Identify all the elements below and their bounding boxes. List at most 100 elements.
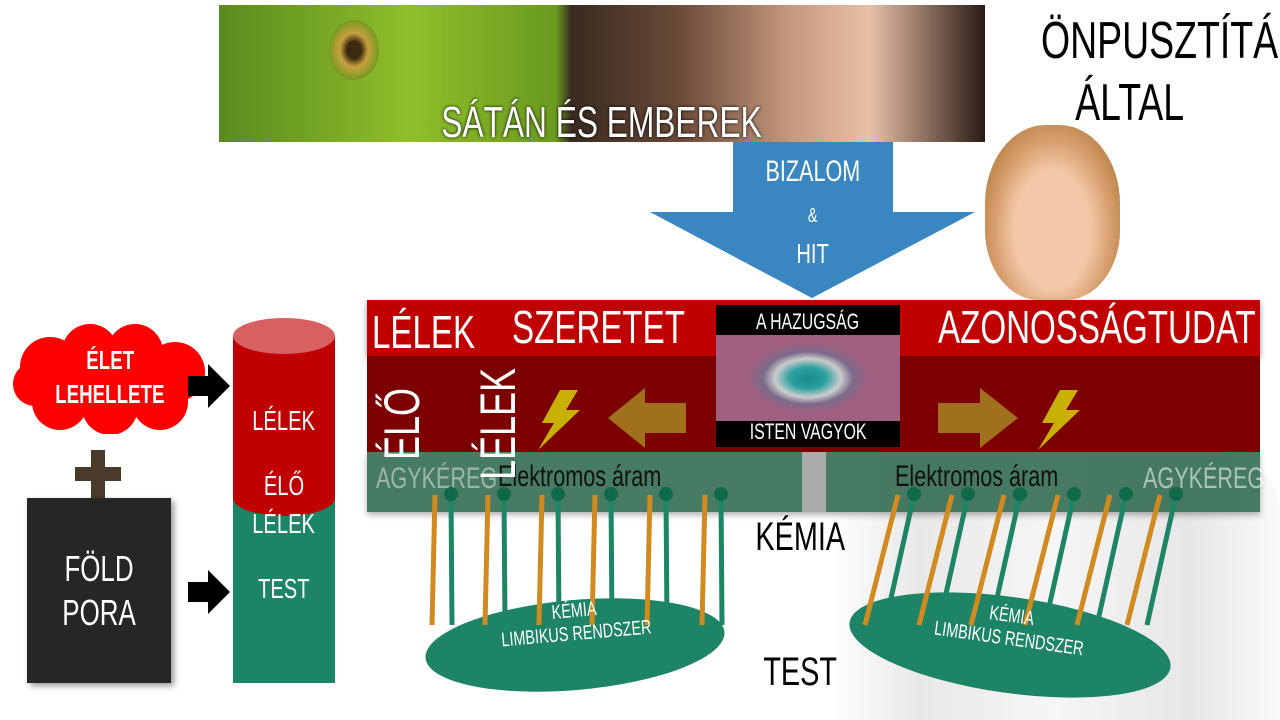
- arrow-text-3-wrap: HIT: [733, 238, 893, 270]
- plus-icon: [75, 450, 121, 498]
- synapse-dot: [907, 487, 921, 501]
- the-lie-image: A HAZUGSÁG ISTEN VAGYOK: [716, 305, 900, 447]
- trust-arrow: [650, 142, 975, 298]
- cyl-lelek: LÉLEK: [252, 405, 316, 436]
- snake-eye: [329, 20, 379, 80]
- lelek-label: LÉLEK: [372, 306, 476, 358]
- human-cylinder: [233, 318, 335, 683]
- banner-title-wrap: SÁTÁN ÉS EMBEREK: [219, 93, 985, 142]
- title-line2: ÁLTAL: [1075, 74, 1185, 132]
- synapse-dot: [1013, 487, 1027, 501]
- lightning-icon-right: [1038, 390, 1080, 450]
- synapse-dot: [961, 487, 975, 501]
- arrow-text-and: &: [808, 205, 818, 227]
- orange-connection-line: [536, 494, 545, 626]
- synapse-dot: [551, 487, 565, 501]
- fold-line1: FÖLD: [64, 547, 134, 589]
- cyl-lelek2-wrap: LÉLEK: [233, 508, 335, 540]
- lelek-label-wrap: LÉLEK: [372, 305, 515, 359]
- orange-connection-line: [1074, 494, 1113, 626]
- slide-title: ÖNPUSZTÍTÁS ÁLTAL: [990, 10, 1280, 134]
- green-connection-line: [1144, 494, 1179, 626]
- man-portrait-photo: [985, 125, 1120, 300]
- synapse-dot: [659, 487, 673, 501]
- right-flow-icons: [938, 388, 1080, 450]
- green-connection-line: [501, 494, 508, 626]
- banner-title: SÁTÁN ÉS EMBEREK: [441, 98, 763, 142]
- cloud-line1: ÉLET: [86, 345, 134, 375]
- arrow-text-1-wrap: BIZALOM: [733, 155, 893, 189]
- arrow-right-icon-bottom: [188, 570, 230, 614]
- arrow-text-2-wrap: &: [733, 205, 893, 228]
- green-connection-line: [718, 494, 725, 626]
- satan-and-people-banner-image: SÁTÁN ÉS EMBEREK: [219, 5, 985, 142]
- green-connection-line: [555, 494, 562, 626]
- agykereg-left: AGYKÉREG: [376, 462, 498, 495]
- lightning-icon-left: [538, 390, 580, 450]
- cyl-lelek-wrap: LÉLEK: [233, 405, 335, 437]
- cyl-test-wrap: TEST: [233, 573, 335, 605]
- cyl-lelek2: LÉLEK: [252, 508, 316, 539]
- orange-connection-line: [916, 494, 955, 626]
- limbic-ellipse-right: [849, 592, 1171, 698]
- current-left-wrap: Elektromos áram: [498, 460, 725, 494]
- orange-connection-line: [699, 494, 708, 626]
- eye-top-wrap: A HAZUGSÁG: [716, 308, 900, 336]
- breath-of-life-cloud: [13, 324, 205, 434]
- green-connection-line: [448, 494, 455, 626]
- eye-image: [716, 335, 900, 421]
- synapse-dot: [604, 487, 618, 501]
- synapse-dot: [1067, 487, 1081, 501]
- orange-connection-line: [429, 494, 438, 626]
- synapse-dot: [1169, 487, 1183, 501]
- orange-connection-line: [644, 494, 653, 626]
- cloud-line2: LEHELLETE: [55, 379, 165, 409]
- szeretet-label: SZERETET: [512, 301, 685, 353]
- left-flow-icons: [538, 388, 686, 450]
- orange-connection-line: [589, 494, 598, 626]
- szeretet-wrap: SZERETET: [512, 300, 752, 354]
- green-connection-line: [1094, 494, 1129, 626]
- arrow-text-hit: HIT: [796, 238, 830, 269]
- green-connection-line: [663, 494, 670, 626]
- orange-connection-line: [482, 494, 491, 626]
- test-label: TEST: [763, 650, 837, 694]
- eye-bottom-label: ISTEN VAGYOK: [749, 419, 867, 444]
- current-right-wrap: Elektromos áram: [895, 460, 1122, 494]
- electric-current-right: Elektromos áram: [895, 460, 1059, 493]
- agykereg-right-wrap: AGYKÉREG: [1143, 462, 1280, 496]
- kemia-wrap: KÉMIA: [740, 515, 860, 560]
- green-connection-line: [608, 494, 615, 626]
- arrow-text-bizalom: BIZALOM: [765, 155, 861, 188]
- eye-bottom-wrap: ISTEN VAGYOK: [716, 418, 900, 446]
- green-connection-line: [988, 494, 1023, 626]
- limbic-ellipse-left: [425, 598, 725, 692]
- arrow-right-icon: [938, 388, 1018, 448]
- arrow-left-icon: [608, 388, 686, 448]
- arrow-right-icon-top: [188, 364, 230, 408]
- cyl-test: TEST: [258, 573, 310, 604]
- kemia-label: KÉMIA: [755, 515, 845, 559]
- cloud-text: ÉLET LEHELLETE: [20, 343, 200, 411]
- orange-connection-line: [968, 494, 1007, 626]
- orange-connection-line: [1124, 494, 1163, 626]
- green-connection-line: [882, 494, 917, 626]
- eye-top-label: A HAZUGSÁG: [756, 309, 860, 334]
- fold-line2: PORA: [62, 591, 136, 633]
- electric-current-left: Elektromos áram: [498, 460, 662, 493]
- green-connection-line: [1042, 494, 1077, 626]
- synapse-dot: [444, 487, 458, 501]
- orange-connection-line: [862, 494, 901, 626]
- test-wrap: TEST: [740, 650, 860, 695]
- azonossagtudat-label: AZONOSSÁGTUDAT: [938, 301, 1256, 353]
- dust-of-earth-box: FÖLD PORA: [27, 498, 171, 683]
- synapse-dot: [1119, 487, 1133, 501]
- agykereg-left-wrap: AGYKÉREG: [376, 462, 544, 496]
- green-connection-line: [936, 494, 971, 626]
- title-line1: ÖNPUSZTÍTÁS: [1040, 12, 1280, 70]
- agykereg-right: AGYKÉREG: [1143, 462, 1265, 495]
- synapse-dot: [714, 487, 728, 501]
- synapse-dot: [497, 487, 511, 501]
- cyl-elo: ÉLŐ: [263, 470, 305, 501]
